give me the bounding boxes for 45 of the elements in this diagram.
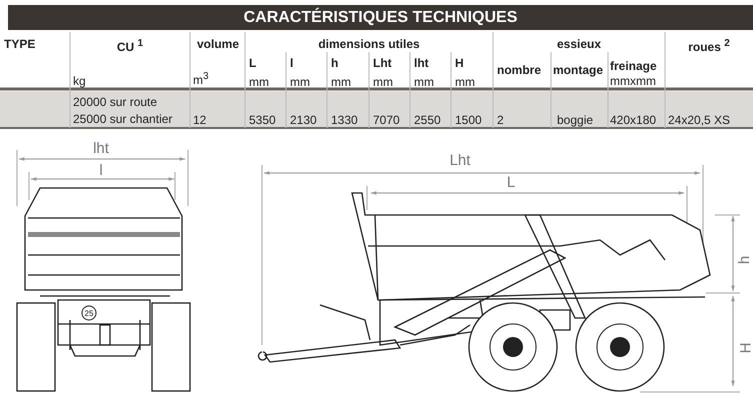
- header-cell: h: [331, 56, 338, 70]
- header-cell: l: [290, 56, 294, 70]
- unit-cell: mm: [249, 75, 269, 89]
- value-cell: 7070: [373, 113, 400, 127]
- dimension-label: lht: [93, 141, 109, 157]
- dimension-label: h: [737, 256, 753, 264]
- dimension-label: H: [738, 342, 753, 354]
- value-cell: 1500: [455, 113, 482, 127]
- unit-cell: mm: [455, 75, 475, 89]
- header-cell: L: [249, 56, 256, 70]
- value-cell: 24x20,5 XS: [668, 113, 730, 127]
- header-cell: TYPE: [4, 37, 36, 51]
- unit-cell: mm: [331, 75, 351, 89]
- header-cell: nombre: [497, 63, 542, 77]
- header-cell: dimensions utiles: [318, 37, 420, 51]
- value-cell: 12: [193, 113, 206, 127]
- header-cell: CU $^{1}$: [116, 37, 144, 54]
- header-cell: Lht: [373, 56, 392, 70]
- header-cell: roues $^{2}$: [688, 37, 730, 54]
- value-cell: 2550: [414, 113, 441, 127]
- value-cell: 1330: [331, 113, 358, 127]
- header-cell: volume: [196, 37, 239, 51]
- dimension-label: l: [99, 163, 103, 179]
- unit-cell: mm: [373, 75, 393, 89]
- unit-cell: kg: [73, 74, 86, 88]
- value-cell: 20000 sur route: [73, 95, 158, 109]
- value-cell: 25000 sur chantier: [73, 112, 172, 126]
- value-cell: boggie: [557, 113, 594, 127]
- dimension-label: Lht: [450, 153, 470, 169]
- dimension-label: L: [506, 175, 516, 191]
- plate-number: 25: [84, 309, 94, 318]
- header-cell: essieux: [556, 37, 602, 51]
- header-cell: H: [455, 56, 464, 70]
- unit-cell: mmxmm: [610, 74, 656, 88]
- header-cell: montage: [553, 63, 604, 77]
- value-cell: 2: [497, 113, 504, 127]
- value-cell: 2130: [290, 113, 317, 127]
- unit-cell: mm: [290, 75, 310, 89]
- unit-cell: m$^{3}$: [193, 70, 209, 87]
- value-cell: 5350: [249, 113, 276, 127]
- unit-cell: mm: [414, 75, 434, 89]
- table-title: CARACTÉRISTIQUES TECHNIQUES: [8, 5, 753, 30]
- header-cell: freinage: [610, 59, 657, 73]
- value-cell: 420x180: [610, 113, 656, 127]
- header-cell: lht: [414, 56, 429, 70]
